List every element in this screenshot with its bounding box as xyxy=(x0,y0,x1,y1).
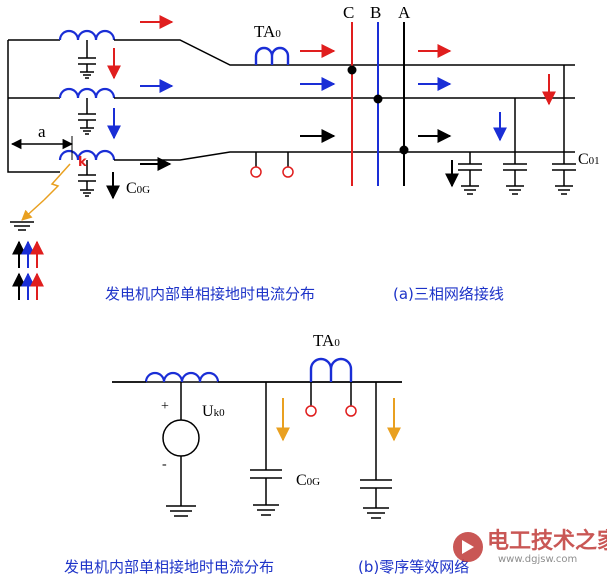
current-transformer-b xyxy=(309,357,353,382)
generator-capacitor-a xyxy=(78,160,96,197)
cap-gen-label: C0G xyxy=(126,180,150,197)
voltage-source xyxy=(162,419,200,457)
generator-capacitor-c xyxy=(78,40,96,79)
ct-label-a: TA0 xyxy=(254,22,281,41)
phase-label-b: B xyxy=(370,3,381,22)
caption-a-right: (a)三相网络接线 xyxy=(393,285,504,303)
distance-label: a xyxy=(38,122,46,141)
fault-current-arrow xyxy=(21,199,45,221)
enclosure-wire xyxy=(7,39,60,173)
junction-c xyxy=(347,65,357,75)
current-sum-arrows xyxy=(12,240,44,300)
fault-lightning xyxy=(43,163,71,201)
watermark-url: www.dgjsw.com xyxy=(498,554,577,565)
cap-net-label: C01 xyxy=(578,151,600,168)
caption-a-left: 发电机内部单相接地时电流分布 xyxy=(105,285,315,303)
ct-b-terminal-left xyxy=(305,405,317,417)
generator-winding-a xyxy=(58,149,116,161)
diagram-a: a k C0G xyxy=(7,3,600,303)
zero-seq-capacitor-right xyxy=(360,382,392,519)
source-minus: - xyxy=(162,457,167,472)
junction-a xyxy=(399,145,409,155)
zero-seq-capacitor-left xyxy=(250,382,282,516)
fault-label: k xyxy=(78,155,87,170)
phase-label-c: C xyxy=(343,3,354,22)
network-capacitor-c xyxy=(552,65,576,195)
caption-b-right: (b)零序等效网络 xyxy=(358,558,469,576)
current-transformer-a xyxy=(254,46,290,65)
ct-terminal-right xyxy=(282,166,294,178)
watermark: 电工技术之家 www.dgjsw.com xyxy=(453,528,607,565)
ct-secondary-a xyxy=(255,152,289,168)
phase-label-a: A xyxy=(398,3,411,22)
ct-b-terminal-right xyxy=(345,405,357,417)
diagram-b: + - Uk0 C0G TA0 xyxy=(64,331,469,576)
phase-c-line xyxy=(114,39,575,66)
source-label: Uk0 xyxy=(202,403,225,420)
zero-seq-cap-label: C0G xyxy=(296,472,320,489)
watermark-logo-icon xyxy=(453,532,483,562)
zero-seq-winding xyxy=(144,371,220,383)
fault-ground xyxy=(10,221,34,231)
ct-terminal-left xyxy=(250,166,262,178)
network-capacitor-b xyxy=(503,98,527,195)
watermark-title: 电工技术之家 xyxy=(487,528,607,554)
source-ground xyxy=(166,505,196,517)
junction-b xyxy=(373,94,383,104)
network-capacitor-a xyxy=(458,152,482,195)
generator-winding-c xyxy=(58,29,116,41)
generator-capacitor-b xyxy=(78,98,96,135)
generator-winding-b xyxy=(58,87,116,99)
ct-label-b: TA0 xyxy=(313,331,340,350)
phase-a-line xyxy=(114,151,575,161)
source-plus: + xyxy=(161,399,169,414)
caption-b-left: 发电机内部单相接地时电流分布 xyxy=(64,558,274,576)
